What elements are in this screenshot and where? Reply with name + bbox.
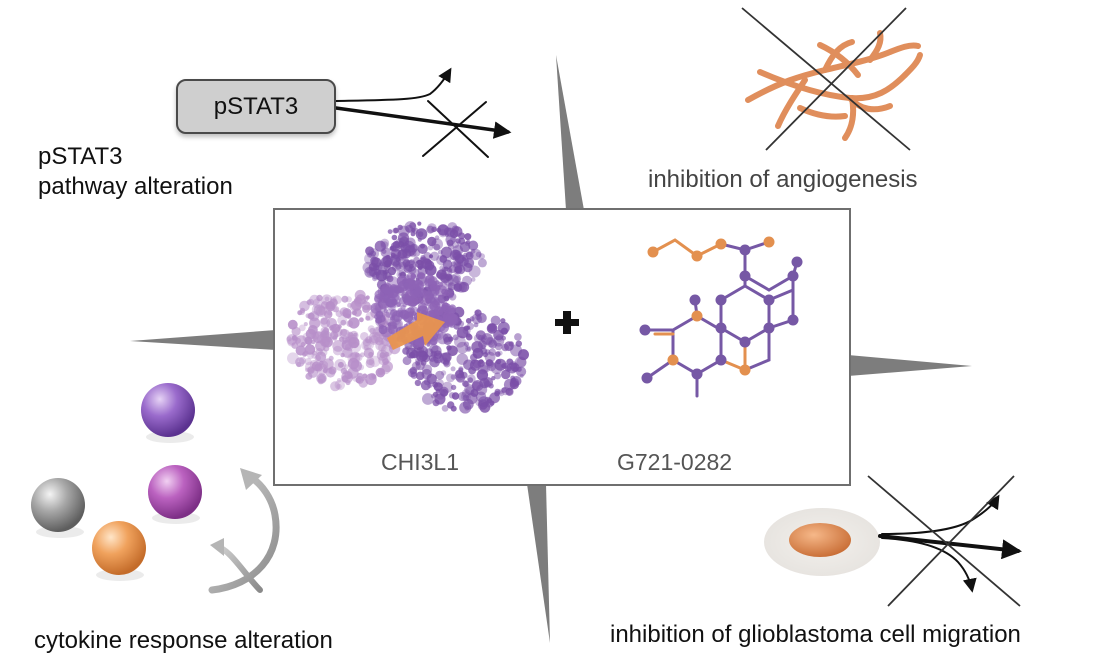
sphere-icon <box>31 478 85 532</box>
atom <box>739 336 751 348</box>
pstat3-cross-line-1 <box>422 101 487 157</box>
atom <box>787 314 799 326</box>
spike-left <box>130 330 276 350</box>
angiogenesis-cross <box>741 7 911 151</box>
atom <box>691 368 703 380</box>
atom <box>641 372 653 384</box>
atom <box>691 310 703 322</box>
pstat3-cross-line-2 <box>427 100 489 158</box>
atom <box>763 236 775 248</box>
cytokine-spheres <box>31 383 202 581</box>
atom <box>715 294 727 306</box>
curved-arrow-icon <box>208 468 280 594</box>
spike-top <box>556 55 584 210</box>
pstat3-box-label: pSTAT3 <box>213 92 299 120</box>
sphere-icon <box>92 521 146 575</box>
sphere-icon <box>148 465 202 519</box>
atom <box>647 246 659 258</box>
pstat3-upper-arrow <box>335 67 452 102</box>
connector-spikes <box>130 55 972 643</box>
atom <box>739 270 751 282</box>
pstat3-arrows <box>334 67 512 158</box>
molecule-structure-icon <box>643 238 799 398</box>
protein-label: CHI3L1 <box>381 449 459 475</box>
center-art <box>286 221 803 414</box>
atom <box>763 322 775 334</box>
molecule-atoms <box>639 236 803 384</box>
migration-label: inhibition of glioblastoma cell migratio… <box>610 621 1021 648</box>
spike-right <box>848 355 972 376</box>
accent-arrow-icon <box>387 312 445 350</box>
atom <box>739 364 751 376</box>
atom <box>791 256 803 268</box>
atom <box>715 354 727 366</box>
migration-cross <box>867 475 1021 607</box>
spike-bottom <box>527 484 550 643</box>
protein-structure-icon <box>286 221 529 414</box>
center-panel: CHI3L1 G721-0282 <box>273 208 851 486</box>
pstat3-main-arrow <box>334 106 512 139</box>
compound-label: G721-0282 <box>617 449 733 475</box>
atom <box>787 270 799 282</box>
sphere-icon <box>141 383 195 437</box>
atom <box>667 354 679 366</box>
plus-sign <box>555 311 579 334</box>
angiogenesis-label: inhibition of angiogenesis <box>648 166 918 193</box>
atom <box>739 244 751 256</box>
pstat3-alteration-label-line1: pSTAT3 <box>38 143 123 170</box>
atom <box>763 294 775 306</box>
atom <box>715 238 727 250</box>
pstat3-alteration-label-line2: pathway alteration <box>38 173 233 200</box>
pstat3-box: pSTAT3 <box>176 79 336 134</box>
atom <box>691 250 703 262</box>
cell-icon <box>764 508 880 576</box>
atom <box>715 322 727 334</box>
atom <box>639 324 651 336</box>
atom <box>689 294 701 306</box>
cytokine-label: cytokine response alteration <box>34 627 333 654</box>
